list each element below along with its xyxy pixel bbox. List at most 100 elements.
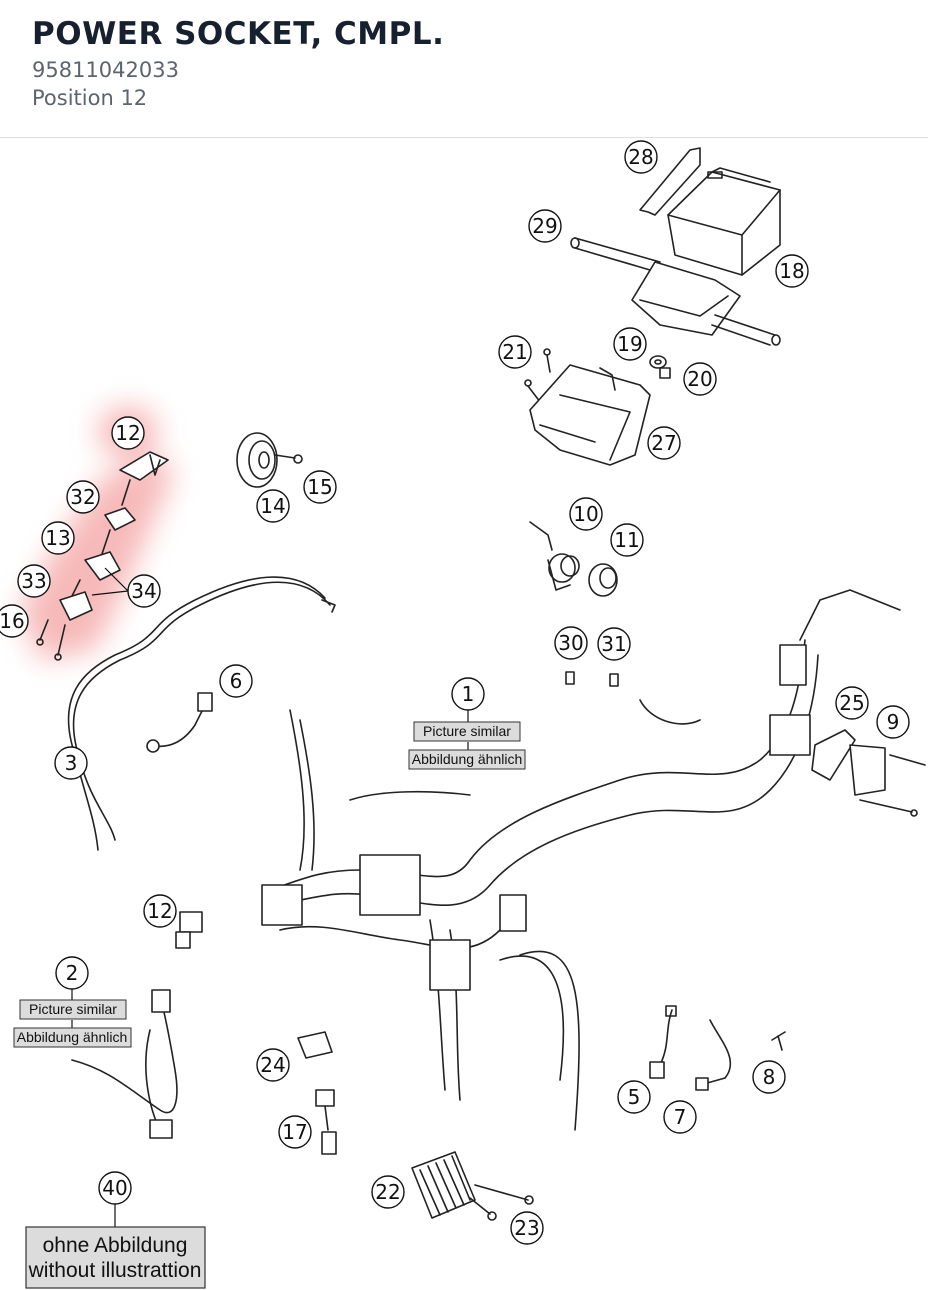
callout-14[interactable]: 14 — [256, 489, 290, 523]
part-24-relay — [297, 1031, 333, 1059]
part-20-clip — [659, 367, 671, 379]
part-5-sensor — [649, 1005, 677, 1079]
callout-23[interactable]: 23 — [510, 1211, 544, 1245]
part-12-socket-assembly — [36, 451, 169, 661]
svg-text:28: 28 — [628, 145, 653, 169]
callout-8[interactable]: 8 — [752, 1060, 786, 1094]
svg-text:12: 12 — [115, 421, 140, 445]
svg-text:10: 10 — [573, 502, 598, 526]
callout-28[interactable]: 28 — [624, 140, 658, 174]
svg-text:16: 16 — [0, 609, 25, 633]
callout-20[interactable]: 20 — [683, 362, 717, 396]
callout-11[interactable]: 11 — [610, 523, 644, 557]
callout-25[interactable]: 25 — [835, 686, 869, 720]
without-illustration-label: without illustrattion — [28, 1259, 202, 1282]
part-2-sub-harness — [71, 989, 178, 1139]
svg-text:13: 13 — [45, 526, 70, 550]
part-17-connector — [315, 1089, 337, 1155]
callout-2[interactable]: 2 — [55, 956, 89, 990]
callout-31[interactable]: 31 — [597, 627, 631, 661]
svg-text:32: 32 — [70, 485, 95, 509]
position-label: Position 12 — [32, 86, 148, 110]
part-11-socket-cap — [588, 563, 618, 597]
svg-text:24: 24 — [260, 1053, 285, 1077]
svg-text:18: 18 — [779, 259, 804, 283]
svg-text:6: 6 — [230, 669, 243, 693]
part-30-fuse — [565, 671, 575, 685]
page-title: POWER SOCKET, CMPL. — [32, 16, 445, 52]
part-9-relay — [811, 729, 926, 817]
svg-text:12: 12 — [147, 899, 172, 923]
callout-9[interactable]: 9 — [876, 705, 910, 739]
callout-19[interactable]: 19 — [613, 327, 647, 361]
svg-text:8: 8 — [763, 1065, 776, 1089]
part-1-note: Picture similar Abbildung ähnlich — [408, 721, 526, 770]
callout-34[interactable]: 34 — [127, 574, 161, 608]
svg-text:33: 33 — [21, 569, 46, 593]
abbildung-aehnlich-label: Abbildung ähnlich — [412, 751, 523, 767]
part-15-nut — [293, 454, 303, 464]
svg-text:5: 5 — [628, 1085, 641, 1109]
part-2-note: Picture similar Abbildung ähnlich — [13, 999, 132, 1048]
part-18-battery — [667, 167, 781, 276]
callout-32[interactable]: 32 — [66, 480, 100, 514]
svg-text:40: 40 — [102, 1176, 127, 1200]
callout-1[interactable]: 1 — [451, 677, 485, 711]
part-header: POWER SOCKET, CMPL. 95811042033 Position… — [0, 0, 928, 138]
svg-text:29: 29 — [532, 214, 557, 238]
part-22-regulator — [411, 1151, 534, 1221]
callout-22[interactable]: 22 — [371, 1175, 405, 1209]
callout-16[interactable]: 16 — [0, 604, 29, 638]
svg-text:1: 1 — [462, 682, 475, 706]
callout-5[interactable]: 5 — [617, 1080, 651, 1114]
callout-6[interactable]: 6 — [219, 664, 253, 698]
part-7-sensor — [695, 1019, 732, 1091]
callout-18[interactable]: 18 — [775, 254, 809, 288]
callout-33[interactable]: 33 — [17, 564, 51, 598]
part-10-power-socket — [529, 521, 580, 591]
callout-24[interactable]: 24 — [256, 1048, 290, 1082]
svg-text:11: 11 — [614, 528, 639, 552]
svg-text:34: 34 — [131, 579, 156, 603]
svg-text:19: 19 — [617, 332, 642, 356]
svg-text:2: 2 — [66, 961, 79, 985]
callout-12[interactable]: 12 — [143, 894, 177, 928]
svg-text:17: 17 — [282, 1120, 307, 1144]
svg-text:15: 15 — [307, 475, 332, 499]
exploded-parts-diagram: 28 29 18 21 19 20 27 12 15 14 32 10 11 1… — [0, 140, 926, 1289]
callout-17[interactable]: 17 — [278, 1115, 312, 1149]
callout-3[interactable]: 3 — [54, 746, 88, 780]
svg-text:3: 3 — [65, 751, 78, 775]
svg-text:25: 25 — [839, 691, 864, 715]
part-27-tray — [529, 364, 651, 466]
svg-text:31: 31 — [601, 632, 626, 656]
abbildung-aehnlich-label-2: Abbildung ähnlich — [17, 1029, 128, 1045]
svg-text:7: 7 — [674, 1105, 687, 1129]
svg-text:21: 21 — [502, 340, 527, 364]
callout-7[interactable]: 7 — [663, 1100, 697, 1134]
part-29-battery-holder — [570, 237, 781, 346]
callout-21[interactable]: 21 — [498, 335, 532, 369]
part-19-nut — [649, 355, 667, 369]
callout-13[interactable]: 13 — [41, 521, 75, 555]
part-40-note: ohne Abbildung without illustrattion — [25, 1226, 206, 1289]
callout-30[interactable]: 30 — [554, 626, 588, 660]
svg-text:20: 20 — [687, 367, 712, 391]
part-8-clip — [771, 1031, 786, 1051]
callout-15[interactable]: 15 — [303, 470, 337, 504]
svg-text:23: 23 — [514, 1216, 539, 1240]
picture-similar-label-2: Picture similar — [29, 1001, 117, 1017]
part-1-main-harness — [261, 589, 901, 1131]
ohne-abbildung-label: ohne Abbildung — [43, 1234, 188, 1257]
callout-27[interactable]: 27 — [647, 426, 681, 460]
callout-29[interactable]: 29 — [528, 209, 562, 243]
part-number: 95811042033 — [32, 58, 179, 82]
part-14-horn — [236, 432, 296, 488]
svg-text:30: 30 — [558, 631, 583, 655]
callout-12-highlighted[interactable]: 12 — [111, 416, 145, 450]
part-28-bracket — [639, 147, 701, 216]
callout-10[interactable]: 10 — [569, 497, 603, 531]
svg-text:14: 14 — [260, 494, 285, 518]
part-12-connector — [175, 911, 203, 949]
callout-40[interactable]: 40 — [98, 1171, 132, 1205]
